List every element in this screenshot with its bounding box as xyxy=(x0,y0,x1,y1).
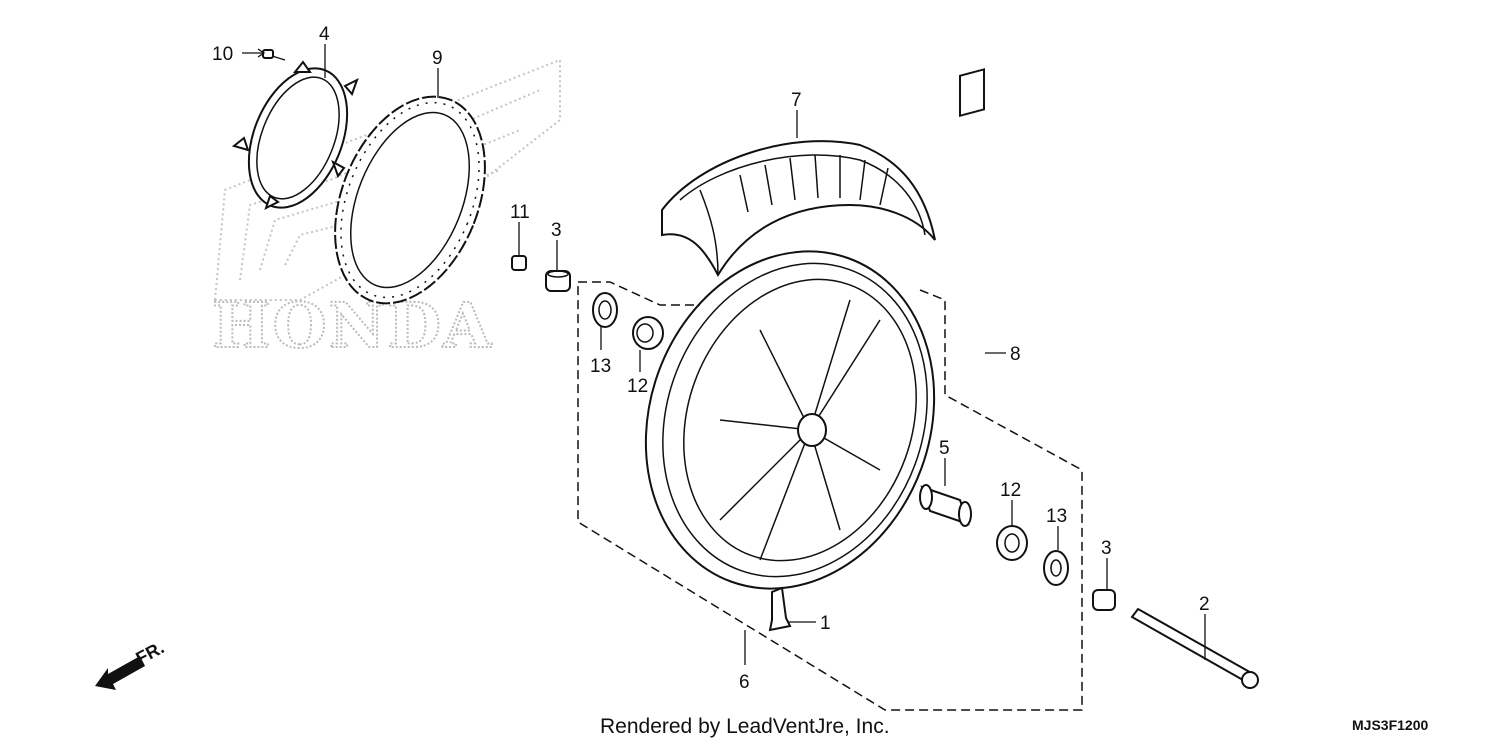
render-credit: Rendered by LeadVentJre, Inc. xyxy=(600,715,890,738)
part-8-label[interactable] xyxy=(959,68,985,118)
callout-4: 4 xyxy=(319,24,330,45)
callout-12-right: 12 xyxy=(1000,480,1021,501)
callout-13-left: 13 xyxy=(590,356,611,377)
part-5-distance-collar[interactable] xyxy=(919,484,972,527)
part-6-wheel[interactable] xyxy=(600,210,981,629)
assembly-boundary-right xyxy=(577,282,1083,711)
callout-12-left: 12 xyxy=(627,376,648,397)
part-12-bearing-right[interactable] xyxy=(996,525,1028,561)
part-3-collar-right[interactable] xyxy=(1092,589,1116,611)
callouts: 10 4 9 11 3 7 13 12 8 5 12 13 3 2 1 6 xyxy=(212,24,1210,693)
honda-watermark: HONDA xyxy=(211,58,561,363)
part-9-brake-disc[interactable] xyxy=(306,74,513,325)
part-4-rotor-plate[interactable] xyxy=(230,54,366,222)
honda-watermark-text: HONDA xyxy=(212,289,493,362)
part-13-dust-seal-left[interactable] xyxy=(592,292,618,328)
callout-1: 1 xyxy=(820,613,831,634)
callout-7: 7 xyxy=(791,90,802,111)
callout-6: 6 xyxy=(739,672,750,693)
assembly-boundary xyxy=(578,281,700,306)
front-direction-indicator: FR. xyxy=(95,637,167,690)
callout-2: 2 xyxy=(1199,594,1210,615)
callout-3-lower: 3 xyxy=(1101,538,1112,559)
diagram-code: MJS3F1200 xyxy=(1352,717,1428,733)
callout-3-upper: 3 xyxy=(551,220,562,241)
callout-10: 10 xyxy=(212,44,233,65)
callout-9: 9 xyxy=(432,48,443,69)
callout-13-right: 13 xyxy=(1046,506,1067,527)
part-7-tire[interactable] xyxy=(661,140,936,278)
part-3-collar-left[interactable] xyxy=(545,270,571,292)
callout-5: 5 xyxy=(939,438,950,459)
part-11-bolt[interactable] xyxy=(511,252,527,271)
part-13-dust-seal-right[interactable] xyxy=(1043,550,1069,586)
part-2-axle[interactable] xyxy=(1130,607,1259,689)
callout-8: 8 xyxy=(1010,344,1021,365)
arrow-icon xyxy=(95,656,145,690)
part-10-bolt[interactable] xyxy=(262,49,286,61)
part-1-valve-stem[interactable] xyxy=(768,586,792,632)
leader-lines xyxy=(242,44,1206,665)
callout-11: 11 xyxy=(510,202,530,223)
part-12-bearing-left[interactable] xyxy=(632,316,664,350)
